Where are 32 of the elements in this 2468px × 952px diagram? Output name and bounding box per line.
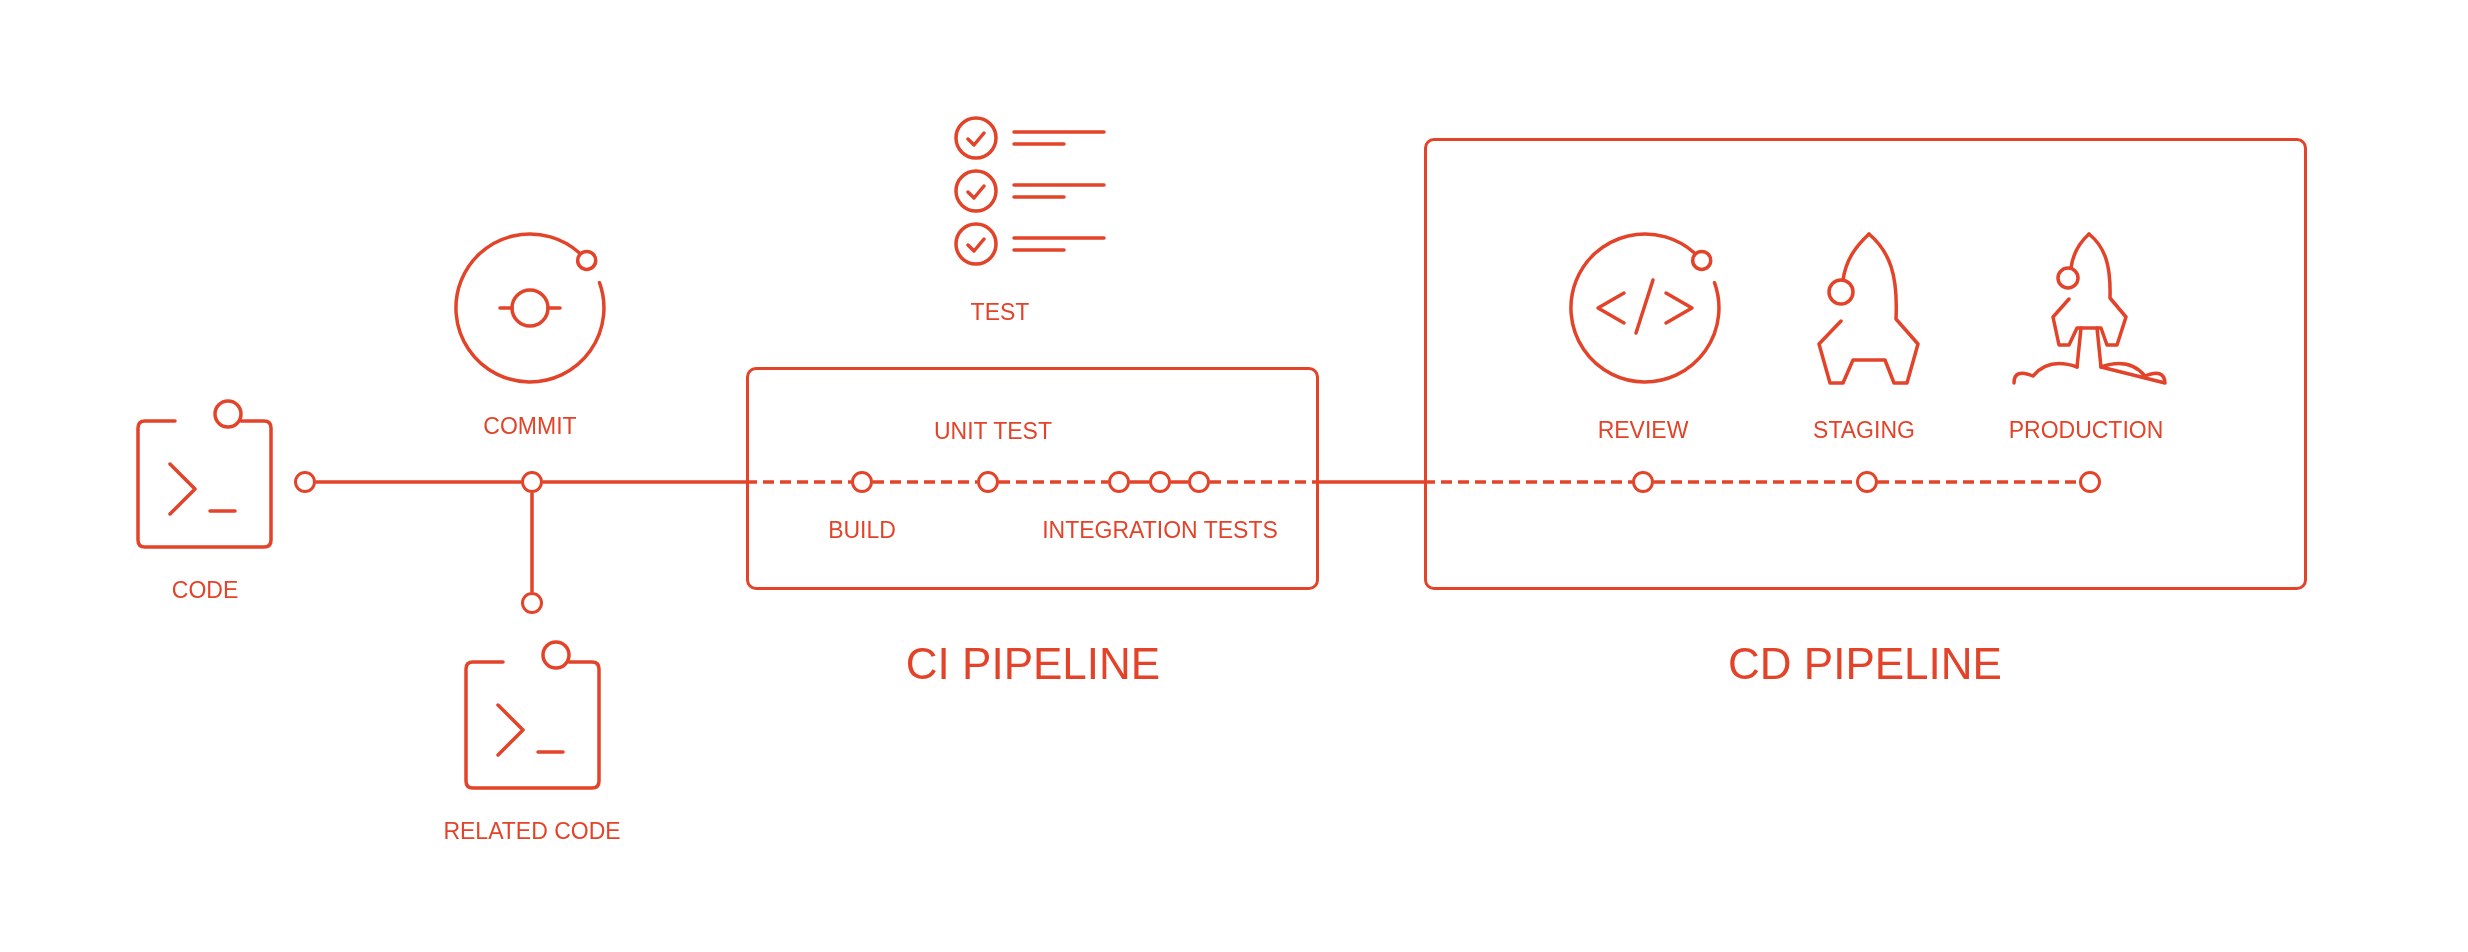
timeline-dot	[1188, 471, 1210, 493]
stage-label: COMMIT	[483, 412, 577, 440]
stage-label: CODE	[171, 576, 239, 604]
connector-line	[543, 480, 851, 484]
connector-line	[999, 480, 1108, 484]
connector-line	[1171, 480, 1188, 484]
timeline-dot	[851, 471, 873, 493]
stage-label: TEST	[970, 298, 1030, 326]
timeline-dot	[1149, 471, 1171, 493]
timeline-dot	[1108, 471, 1130, 493]
timeline-dot	[2079, 471, 2101, 493]
timeline-dot	[294, 471, 316, 493]
pipeline-heading: CD PIPELINE	[1728, 638, 2002, 690]
stage-label: UNIT TEST	[934, 417, 1052, 445]
stage-label: PRODUCTION	[2008, 416, 2164, 444]
connector-line	[1210, 480, 1632, 484]
connector-line	[873, 480, 977, 484]
stage-label: BUILD	[828, 516, 896, 544]
timeline-dot	[977, 471, 999, 493]
pipeline-heading: CI PIPELINE	[905, 638, 1161, 690]
timeline-dot	[1856, 471, 1878, 493]
connector-line	[1878, 480, 2079, 484]
connector-line	[530, 493, 534, 592]
stage-label: REVIEW	[1597, 416, 1689, 444]
connector-line	[1130, 480, 1149, 484]
timeline-dot	[521, 471, 543, 493]
timeline-dot	[1632, 471, 1654, 493]
stage-label: RELATED CODE	[443, 817, 621, 845]
timeline-dot	[521, 592, 543, 614]
connector-line	[316, 480, 521, 484]
stage-label: STAGING	[1813, 416, 1915, 444]
stage-label: INTEGRATION TESTS	[1042, 516, 1278, 544]
